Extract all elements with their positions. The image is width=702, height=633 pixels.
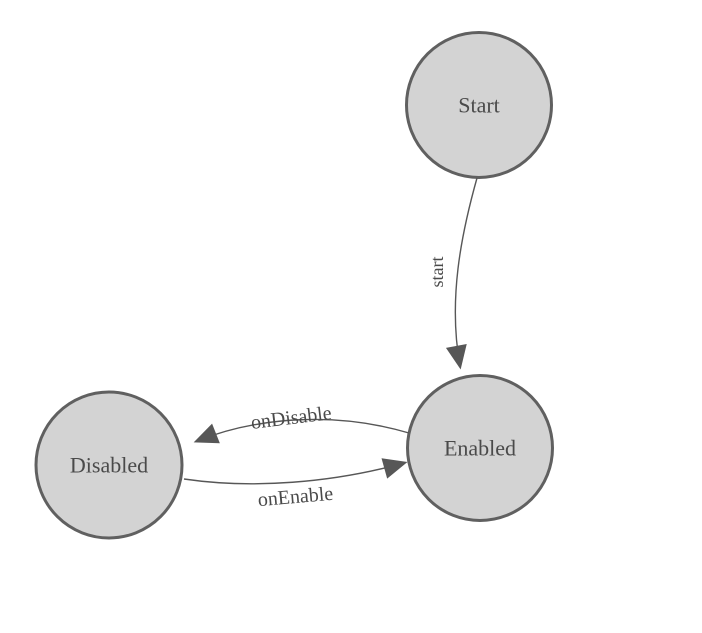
state-node-start xyxy=(405,31,553,179)
state-label-start: Start xyxy=(458,93,500,118)
transition-edge-enabled-to-disabled xyxy=(193,418,410,444)
state-node-disabled xyxy=(34,390,184,540)
transition-label-enabled-to-disabled: onDisable xyxy=(250,402,333,434)
transition-edge-start-to-enabled xyxy=(445,177,478,370)
transition-label-disabled-to-enabled: onEnable xyxy=(257,483,334,512)
transition-label-start-to-enabled: start xyxy=(427,257,447,288)
transition-edge-disabled-to-enabled xyxy=(183,458,408,485)
state-label-disabled: Disabled xyxy=(70,453,148,478)
state-label-enabled: Enabled xyxy=(444,436,516,461)
state-node-enabled xyxy=(406,374,554,522)
